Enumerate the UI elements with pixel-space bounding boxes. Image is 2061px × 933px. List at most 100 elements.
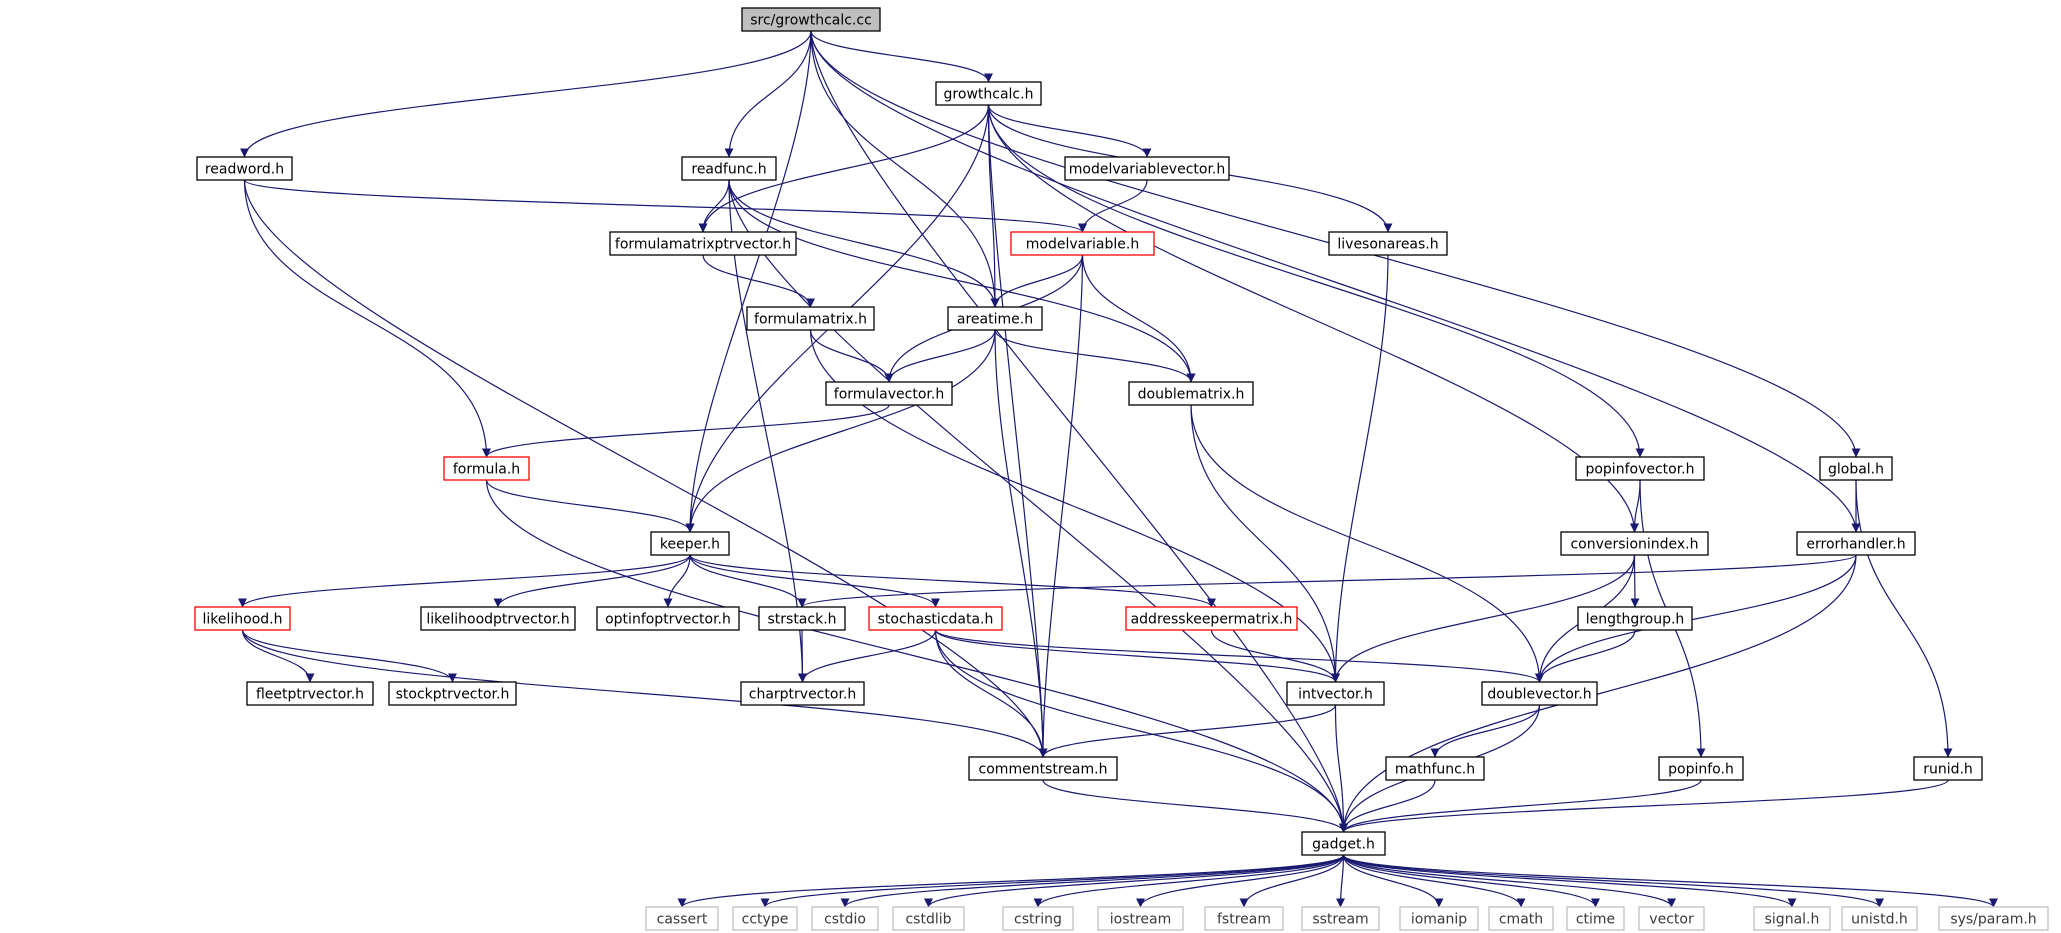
edge-path xyxy=(663,554,691,608)
node-box xyxy=(443,456,530,481)
node-modelvariablevector-h[interactable]: modelvariablevector.h xyxy=(1064,156,1230,181)
edge-intvector-h-to-gadget-h xyxy=(1334,704,1348,833)
node-box xyxy=(650,531,730,556)
node-box xyxy=(1399,906,1479,931)
node-modelvariable-h[interactable]: modelvariable.h xyxy=(1010,231,1155,256)
node-box xyxy=(947,306,1043,331)
node-box xyxy=(1301,831,1386,856)
node-likelihood-h[interactable]: likelihood.h xyxy=(194,606,291,631)
node-popinfovector-h[interactable]: popinfovector.h xyxy=(1575,456,1705,481)
node-label: charptrvector.h xyxy=(749,687,856,703)
edge-errorhandler-h-to-doublevector-h xyxy=(1535,554,1857,683)
node-unistd-h: unistd.h xyxy=(1841,906,1918,931)
edge-doublematrix-h-to-intvector-h xyxy=(1190,404,1340,683)
node-src-growthcalc-cc[interactable]: src/growthcalc.cc xyxy=(741,7,881,32)
node-doublematrix-h[interactable]: doublematrix.h xyxy=(1128,381,1254,406)
node-lengthgroup-h[interactable]: lengthgroup.h xyxy=(1577,606,1693,631)
edge-doublematrix-h-to-doublevector-h xyxy=(1190,404,1544,683)
node-addresskeepermatrix-h[interactable]: addresskeepermatrix.h xyxy=(1125,606,1298,631)
edge-path xyxy=(1336,854,1346,908)
node-box xyxy=(732,906,798,931)
node-readfunc-h[interactable]: readfunc.h xyxy=(681,156,777,181)
node-box xyxy=(388,681,517,706)
node-charptrvector-h[interactable]: charptrvector.h xyxy=(740,681,865,706)
node-runid-h[interactable]: runid.h xyxy=(1913,756,1983,781)
node-areatime-h[interactable]: areatime.h xyxy=(947,306,1043,331)
node-label: iostream xyxy=(1110,912,1172,928)
node-box xyxy=(1328,231,1448,256)
node-box xyxy=(194,606,291,631)
node-box xyxy=(681,156,777,181)
edge-path xyxy=(987,104,1048,758)
node-box xyxy=(741,7,881,32)
edge-path xyxy=(728,179,1000,308)
node-popinfo-h[interactable]: popinfo.h xyxy=(1658,756,1744,781)
node-label: formula.h xyxy=(453,462,520,478)
node-readword-h[interactable]: readword.h xyxy=(196,156,293,181)
node-mathfunc-h[interactable]: mathfunc.h xyxy=(1385,756,1485,781)
edge-keeper-h-to-strstack-h xyxy=(689,554,807,608)
edge-path xyxy=(698,179,730,233)
node-intvector-h[interactable]: intvector.h xyxy=(1286,681,1385,706)
node-commentstream-h[interactable]: commentstream.h xyxy=(968,756,1118,781)
node-label: cstdio xyxy=(824,912,866,928)
node-box xyxy=(1385,756,1485,781)
node-ctime: ctime xyxy=(1566,906,1625,931)
node-keeper-h[interactable]: keeper.h xyxy=(650,531,730,556)
edge-path xyxy=(243,179,1087,233)
node-livesonareas-h[interactable]: livesonareas.h xyxy=(1328,231,1448,256)
node-box xyxy=(1913,756,1983,781)
node-box xyxy=(868,606,1003,631)
edge-path xyxy=(1331,254,1389,683)
node-stockptrvector-h[interactable]: stockptrvector.h xyxy=(388,681,517,706)
edge-path xyxy=(1342,854,1797,908)
edge-gadget-h-to-cstdio xyxy=(840,854,1345,908)
edge-path xyxy=(728,179,1196,383)
edge-src-growthcalc-cc-to-errorhandler-h xyxy=(810,30,1861,533)
node-label: cmath xyxy=(1499,912,1543,928)
node-box xyxy=(596,606,740,631)
node-strstack-h[interactable]: strstack.h xyxy=(758,606,846,631)
node-box xyxy=(1938,906,2049,931)
edge-commentstream-h-to-gadget-h xyxy=(1042,779,1348,833)
edge-path xyxy=(1042,779,1348,833)
node-likelihoodptrvector-h[interactable]: likelihoodptrvector.h xyxy=(420,606,576,631)
node-conversionindex-h[interactable]: conversionindex.h xyxy=(1560,531,1709,556)
node-formulamatrix-h[interactable]: formulamatrix.h xyxy=(746,306,875,331)
node-stochasticdata-h[interactable]: stochasticdata.h xyxy=(868,606,1003,631)
node-label: addresskeepermatrix.h xyxy=(1131,612,1293,628)
edge-path xyxy=(1334,704,1348,833)
node-box xyxy=(1577,606,1693,631)
node-label: runid.h xyxy=(1923,762,1973,778)
node-formulamatrixptrvector-h[interactable]: formulamatrixptrvector.h xyxy=(609,231,797,256)
edge-path xyxy=(987,104,1152,158)
node-fleetptrvector-h[interactable]: fleetptrvector.h xyxy=(246,681,374,706)
node-label: sstream xyxy=(1312,912,1368,928)
node-label: likelihoodptrvector.h xyxy=(426,612,569,628)
edge-readfunc-h-to-areatime-h xyxy=(728,179,1000,308)
node-label: strstack.h xyxy=(767,612,836,628)
node-box xyxy=(1481,681,1598,706)
node-growthcalc-h[interactable]: growthcalc.h xyxy=(935,81,1042,106)
edge-formula-h-to-keeper-h xyxy=(485,479,695,533)
node-iostream: iostream xyxy=(1097,906,1184,931)
node-optinfoptrvector-h[interactable]: optinfoptrvector.h xyxy=(596,606,740,631)
edge-gadget-h-to-vector xyxy=(1342,854,1676,908)
node-errorhandler-h[interactable]: errorhandler.h xyxy=(1796,531,1916,556)
edge-path xyxy=(1331,554,1636,683)
node-formulavector-h[interactable]: formulavector.h xyxy=(825,381,953,406)
node-label: src/growthcalc.cc xyxy=(750,13,872,29)
node-gadget-h[interactable]: gadget.h xyxy=(1301,831,1386,856)
edge-path xyxy=(994,329,1196,383)
node-doublevector-h[interactable]: doublevector.h xyxy=(1481,681,1598,706)
edge-gadget-h-to-cctype xyxy=(760,854,1345,908)
edge-gadget-h-to-fstream xyxy=(1239,854,1345,908)
node-formula-h[interactable]: formula.h xyxy=(443,456,530,481)
node-label: iomanip xyxy=(1411,912,1467,928)
node-cstring: cstring xyxy=(1002,906,1074,931)
node-box xyxy=(1638,906,1705,931)
edge-path xyxy=(810,30,1000,308)
edge-stochasticdata-h-to-charptrvector-h xyxy=(798,629,937,683)
node-global-h[interactable]: global.h xyxy=(1819,456,1893,481)
node-cassert: cassert xyxy=(645,906,719,931)
